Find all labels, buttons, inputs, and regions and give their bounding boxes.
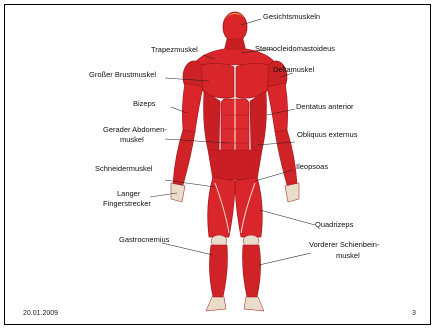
label-deltamuskel: Deltamuskel <box>273 66 314 75</box>
slide: Gesichtsmuskeln Trapezmuskel Sternocleid… <box>4 4 431 325</box>
label-dentatus-anterior: Dentatus anterior <box>296 103 354 112</box>
label-gastrocnemius: Gastrocnemius <box>119 236 169 245</box>
muscle-anatomy-figure <box>5 5 432 326</box>
label-bizeps: Bizeps <box>133 100 156 109</box>
label-quadrizeps: Quadrizeps <box>315 221 353 230</box>
label-gesichtsmuskeln: Gesichtsmuskeln <box>263 13 320 22</box>
slide-page-number: 3 <box>412 310 416 317</box>
label-vorderer-schienbeinmuskel-line2: muskel <box>336 252 360 261</box>
label-gerader-abdomenmuskel-line2: muskel <box>120 136 144 145</box>
label-grosser-brustmuskel: Großer Brustmuskel <box>89 71 156 80</box>
label-langer-fingerstrecker-line1: Langer <box>117 190 140 199</box>
label-obliquus-externus: Obliquus externus <box>297 131 357 140</box>
label-gerader-abdomenmuskel-line1: Gerader Abdomen- <box>103 126 167 135</box>
label-sternocleidomastoideus: Sternocleidomastoideus <box>255 45 335 54</box>
slide-date: 20.01.2009 <box>23 310 58 317</box>
label-trapezmuskel: Trapezmuskel <box>151 46 198 55</box>
label-ileopsoas: Ileopsoas <box>296 163 328 172</box>
label-vorderer-schienbeinmuskel-line1: Vorderer Schienbein- <box>309 241 379 250</box>
label-langer-fingerstrecker-line2: Fingerstrecker <box>103 200 151 209</box>
body-figure <box>171 12 299 311</box>
label-schneidermuskel: Schneidermuskel <box>95 165 153 174</box>
